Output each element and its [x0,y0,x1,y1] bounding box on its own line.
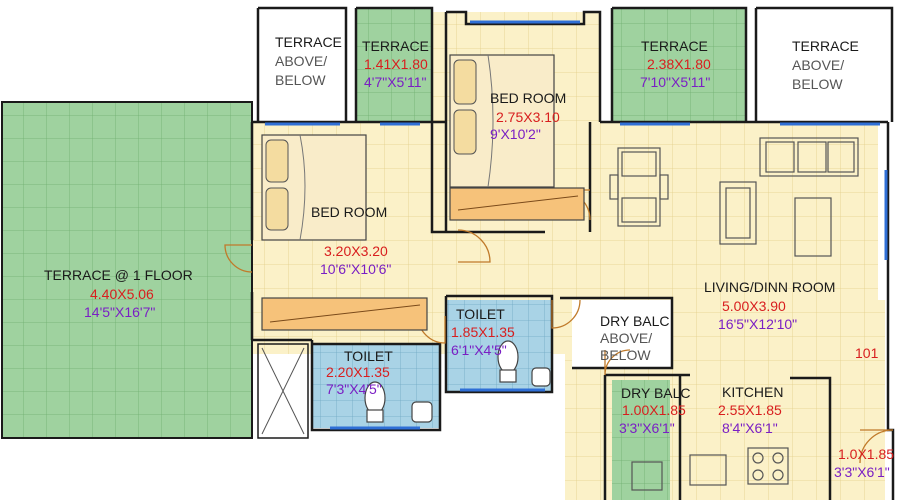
duct-shaft [261,347,305,435]
kitchen-name: KITCHEN [722,384,783,400]
terrace-left-name: TERRACE [275,34,342,50]
bedroom-main-dim-ft: 10'6"X10'6" [320,261,391,277]
living-dim-ft: 16'5"X12'10" [718,316,797,332]
floor-drybalc-above [572,300,672,368]
toilet-left-dim-ft: 7'3"X4'5" [326,381,382,397]
terrace-mid-green [612,8,746,122]
bedroom-top-name: BED ROOM [490,90,566,106]
terrace-floor-dim-ft: 14'5"X16'7" [84,304,155,320]
terrace-floor-green [2,102,252,438]
kitchen-dim-ft: 8'4"X6'1" [722,420,778,436]
drybalc-above-sub2: BELOW [600,347,651,363]
floor-terrace-right [756,8,892,122]
bedroom-main-dim-m: 3.20X3.20 [324,243,388,259]
terrace-mid-dim-m: 2.38X1.80 [647,56,711,72]
terrace-floor-dim-m: 4.40X5.06 [90,286,154,302]
sofa-set [719,137,859,257]
toilet-right-dim-ft: 6'1"X4'5" [451,342,507,358]
terrace-floor-name: TERRACE @ 1 FLOOR [44,267,193,283]
drybalc-above-sub1: ABOVE/ [600,330,652,346]
terrace-small-name: TERRACE [362,38,429,54]
toilet-left-name: TOILET [344,348,393,364]
terrace-small-dim-m: 1.41X1.80 [364,56,428,72]
toilet-left-dim-m: 2.20X1.35 [326,364,390,380]
toilet-fixtures [364,340,551,423]
wardrobe-top [449,187,585,221]
toilet-right-name: TOILET [456,306,505,322]
terrace-left-sub1: ABOVE/ [275,53,327,69]
walls [1,6,895,500]
terrace-small-dim-ft: 4'7"X5'11" [364,74,427,90]
terrace-mid-dim-ft: 7'10"X5'11" [640,74,710,90]
dining-set [609,147,669,227]
bed-top [449,54,555,188]
drybalc-above-name: DRY BALC [600,313,670,329]
bedroom-top-dim-ft: 9'X10'2" [490,126,541,142]
unit-number: 101 [855,345,879,361]
terrace-left-sub2: BELOW [275,72,326,88]
wardrobe-main [261,297,428,331]
drybalc-dim-ft: 3'3"X6'1" [619,420,675,436]
terrace-right-sub2: BELOW [792,76,843,92]
living-name: LIVING/DINN ROOM [704,279,835,295]
terrace-small-green [356,8,432,122]
terrace-right-name: TERRACE [792,38,859,54]
drybalc-green [612,380,670,500]
living-dim-m: 5.00X3.90 [722,298,786,314]
floor-terrace-left [258,8,346,122]
bedroom-main-name: BED ROOM [311,204,387,220]
bedroom-top-dim-m: 2.75X3.10 [496,109,560,125]
drybalc-name: DRY BALC [621,385,691,401]
room-labels: TERRACE ABOVE/ BELOW TERRACE 1.41X1.80 4… [44,34,894,480]
toilet-right-dim-m: 1.85X1.35 [451,324,515,340]
bed-main [261,134,367,241]
terrace-mid-name: TERRACE [641,38,708,54]
drybalc-dim-m: 1.00X1.85 [622,402,686,418]
windows [265,20,888,430]
utility-dim-m: 1.0X1.85 [838,446,894,462]
kitchen-dim-m: 2.55X1.85 [718,402,782,418]
terrace-right-sub1: ABOVE/ [792,57,844,73]
kitchen-fixtures [631,447,789,491]
utility-dim-ft: 3'3"X6'1" [834,464,890,480]
